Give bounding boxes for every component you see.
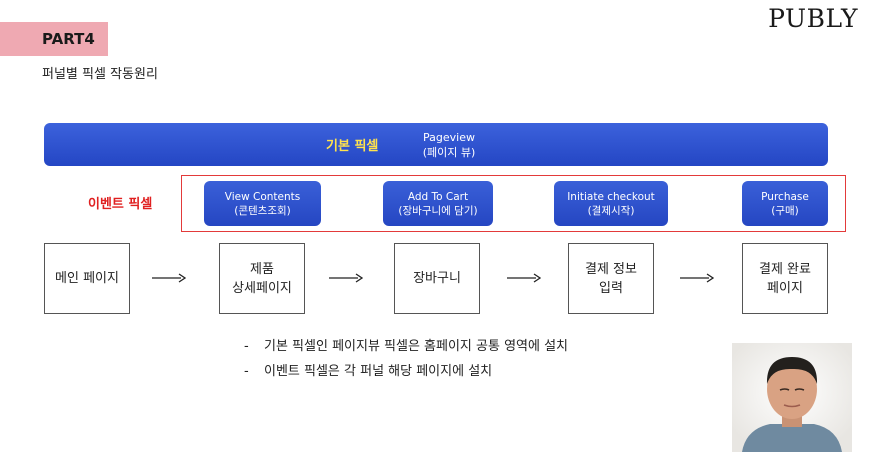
pageview-name: Pageview [423,131,475,144]
event-korean: (구매) [771,204,799,217]
funnel-step-detail: 제품 상세페이지 [219,243,305,314]
note-bullet: - [244,364,249,379]
presenter-video [732,343,852,452]
pageview-korean: (페이지 뷰) [422,146,476,159]
event-name: Add To Cart [407,190,469,203]
step-line1: 제품 [250,261,274,277]
part-tag: PART4 [0,22,108,56]
arrow-right-icon [152,273,186,283]
pageview-event: Pageview (페이지 뷰) [404,130,494,160]
event-name: Initiate checkout [567,190,655,203]
base-pixel-label: 기본 픽셀 [326,139,379,154]
event-name: Purchase [761,190,809,203]
note-text: 이벤트 픽셀은 각 퍼널 해당 페이지에 설치 [264,364,493,379]
step-line1: 결제 완료 [759,261,811,277]
base-pixel-bar: 기본 픽셀 Pageview (페이지 뷰) [44,123,828,166]
step-line2: 상세페이지 [232,280,292,296]
step-line1: 장바구니 [413,271,461,286]
note-item: -이벤트 픽셀은 각 퍼널 해당 페이지에 설치 [244,362,568,387]
event-korean: (결제시작) [587,204,635,217]
event-view-contents: View Contents (콘텐츠조회) [204,181,321,226]
note-item: -기본 픽셀인 페이지뷰 픽셀은 홈페이지 공통 영역에 설치 [244,337,568,362]
step-line1: 결제 정보 [585,261,637,277]
arrow-right-icon [329,273,363,283]
arrow-right-icon [680,273,714,283]
event-initiate-checkout: Initiate checkout (결제시작) [554,181,668,226]
event-purchase: Purchase (구매) [742,181,828,226]
slide-subtitle: 퍼널별 픽셀 작동원리 [42,67,158,82]
funnel-step-cart: 장바구니 [394,243,480,314]
notes-list: -기본 픽셀인 페이지뷰 픽셀은 홈페이지 공통 영역에 설치 -이벤트 픽셀은… [244,337,568,387]
event-korean: (콘텐츠조회) [234,204,291,217]
funnel-step-main: 메인 페이지 [44,243,130,314]
event-korean: (장바구니에 담기) [398,204,478,217]
step-line1: 메인 페이지 [55,271,119,286]
event-add-to-cart: Add To Cart (장바구니에 담기) [383,181,493,226]
event-pixel-label: 이벤트 픽셀 [88,197,153,212]
publy-logo: PUBLY [768,4,858,33]
funnel-step-payment-info: 결제 정보 입력 [568,243,654,314]
step-line2: 입력 [599,280,623,296]
note-bullet: - [244,339,249,354]
event-name: View Contents [224,190,301,203]
note-text: 기본 픽셀인 페이지뷰 픽셀은 홈페이지 공통 영역에 설치 [264,339,569,354]
arrow-right-icon [507,273,541,283]
event-pixel-frame [181,175,846,232]
funnel-step-complete: 결제 완료 페이지 [742,243,828,314]
step-line2: 페이지 [767,280,803,296]
